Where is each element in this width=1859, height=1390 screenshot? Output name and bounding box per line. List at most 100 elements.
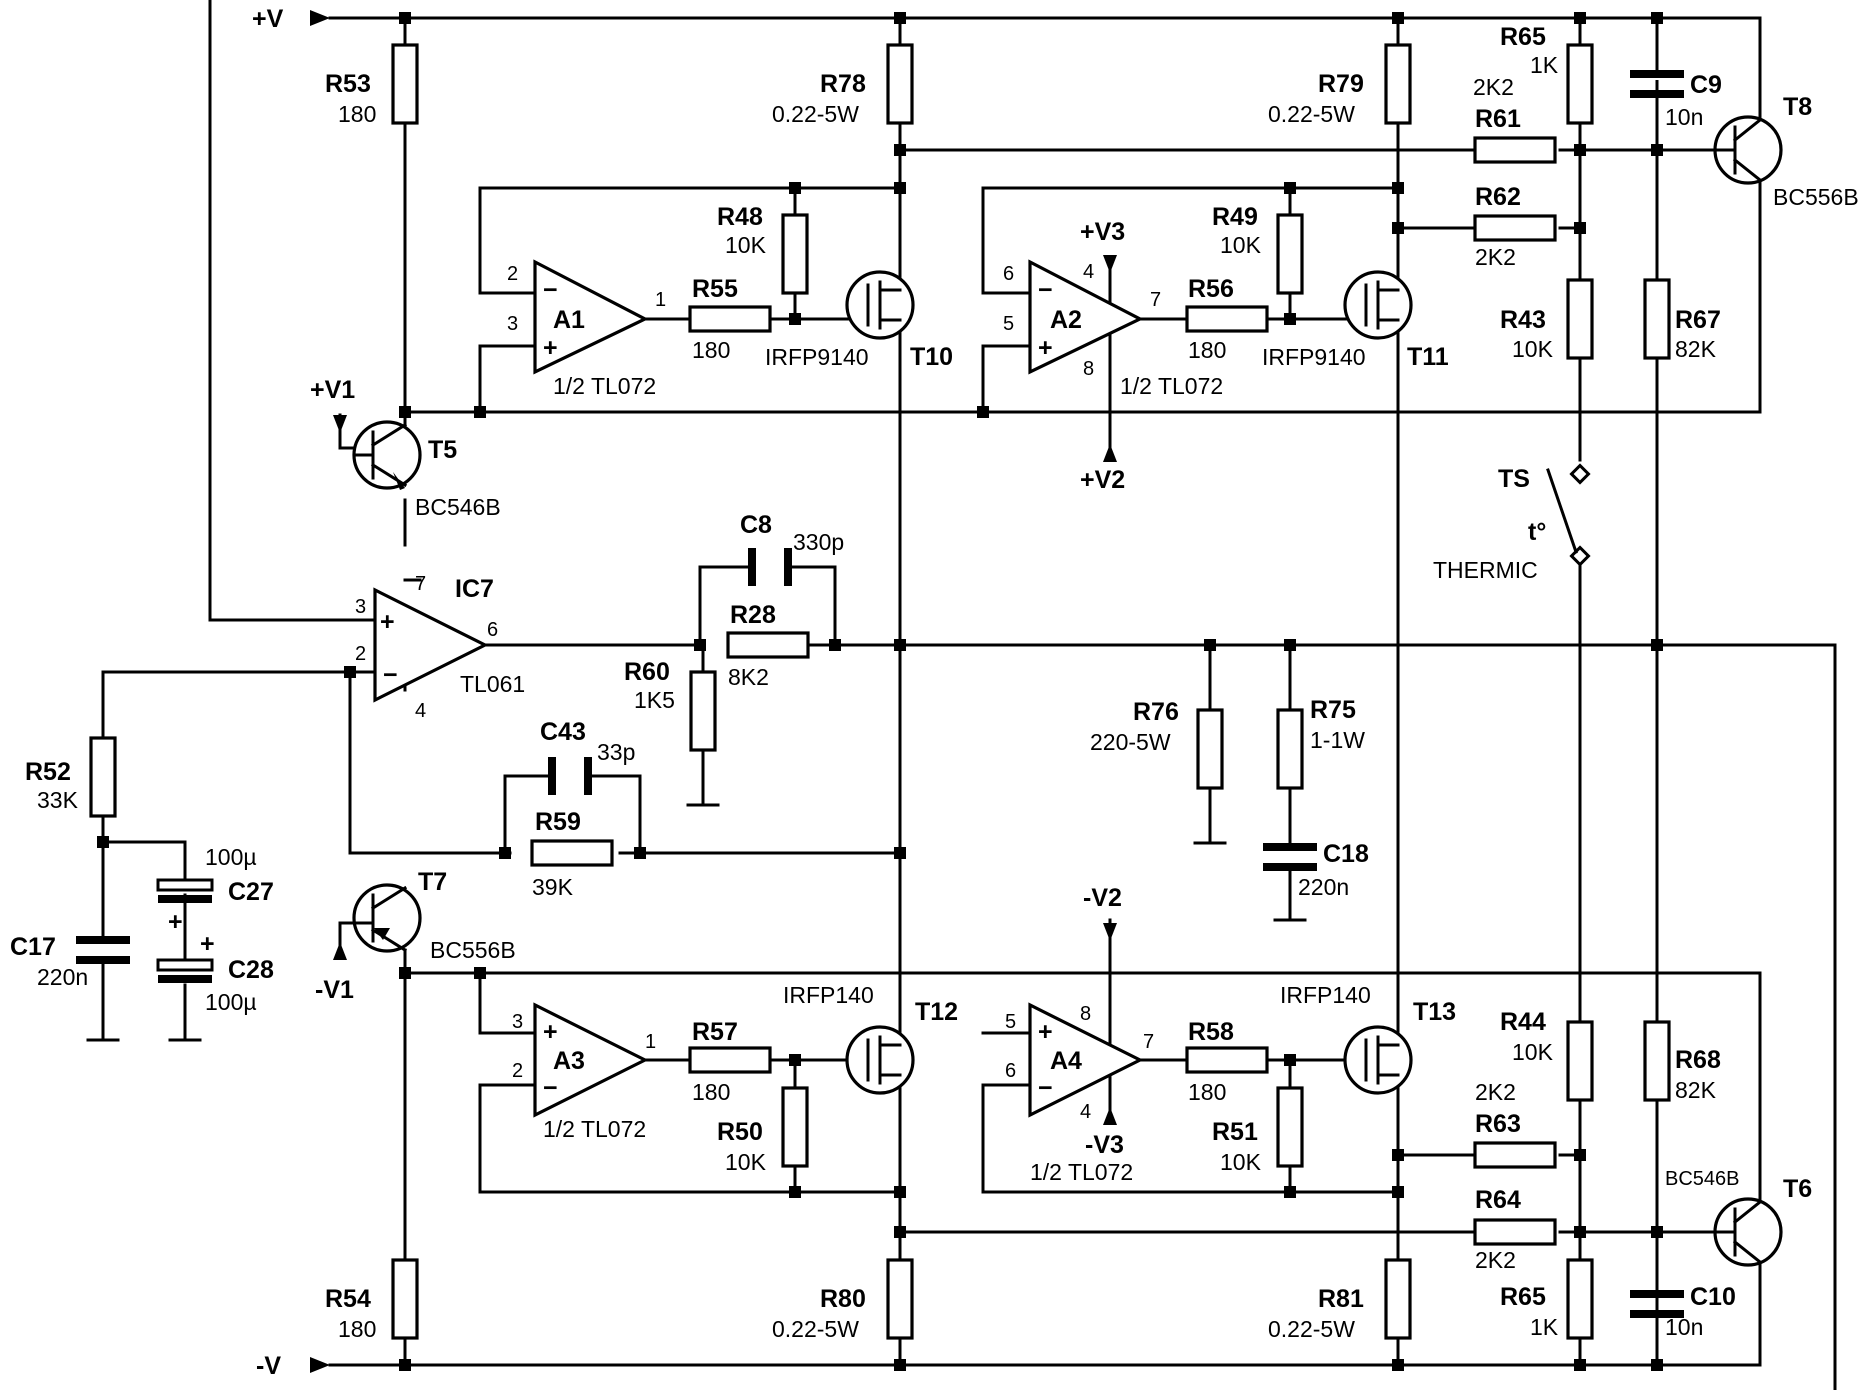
- c8-value: 330p: [793, 529, 844, 555]
- r28-name: R28: [730, 601, 776, 629]
- r64-body: [1473, 1218, 1557, 1246]
- c27-value: 100µ: [205, 844, 257, 870]
- t6-name: T6: [1783, 1175, 1812, 1203]
- r62-body: [1473, 214, 1557, 242]
- r50-name: R50: [717, 1118, 763, 1146]
- r65-bottom-name: R65: [1500, 1283, 1546, 1311]
- ic7-pin-vn: 4: [415, 700, 426, 722]
- a2-pin-inv: 6: [1003, 263, 1014, 285]
- r54-value: 180: [338, 1316, 376, 1342]
- t7-name: T7: [418, 868, 447, 896]
- r52-value: 33K: [37, 787, 79, 813]
- t5-name: T5: [428, 436, 457, 464]
- r57-name: R57: [692, 1018, 738, 1046]
- ic7-pin-vp: 7: [415, 573, 426, 595]
- a2-pin-out: 7: [1150, 289, 1161, 311]
- t7-type: BC556B: [430, 937, 516, 963]
- mosfet-t11: IRFP9140 T11: [1262, 270, 1449, 371]
- ic7-plus: +: [380, 608, 395, 636]
- r57-value: 180: [692, 1079, 730, 1105]
- ts-symbol: t°: [1528, 518, 1546, 546]
- capacitor-bodies: + +: [76, 70, 1684, 1318]
- c18-value: 220n: [1298, 874, 1349, 900]
- r48-value: 10K: [725, 232, 767, 258]
- component-labels: R53 180 R54 180 R78 0.22-5W R79 0.22-5W …: [10, 23, 1736, 1342]
- pv1-arrow-icon: [333, 415, 347, 433]
- c28-name: C28: [228, 956, 274, 984]
- r59-name: R59: [535, 808, 581, 836]
- t6-type: BC546B: [1665, 1168, 1740, 1190]
- r79-body: [1384, 43, 1412, 125]
- c43-name: C43: [540, 718, 586, 746]
- r43-value: 10K: [1512, 336, 1554, 362]
- r58-value: 180: [1188, 1079, 1226, 1105]
- c27-name: C27: [228, 878, 274, 906]
- r58-body: [1185, 1046, 1269, 1074]
- a4-pin-noninv: 5: [1005, 1011, 1016, 1033]
- r64-value: 2K2: [1475, 1247, 1516, 1273]
- r61-value: 2K2: [1473, 74, 1514, 100]
- r65-bottom-value: 1K: [1530, 1314, 1559, 1340]
- r65-top-body: [1566, 43, 1594, 125]
- r48-name: R48: [717, 203, 763, 231]
- a2-type: 1/2 TL072: [1120, 373, 1223, 399]
- supply-labels: +V -V +V1 -V1 +V3 +V2 -V2 -V3: [252, 5, 1125, 1380]
- r51-name: R51: [1212, 1118, 1258, 1146]
- neg-rail-arrow-icon: [310, 1357, 330, 1373]
- r52-body: [89, 736, 117, 818]
- r56-value: 180: [1188, 337, 1226, 363]
- a4-type: 1/2 TL072: [1030, 1159, 1133, 1185]
- ic7-pin-noninv: 3: [355, 596, 366, 618]
- r76-name: R76: [1133, 698, 1179, 726]
- t13-type: IRFP140: [1280, 982, 1371, 1008]
- opamp-a4: A4 + − 5 6 7 8 4 1/2 TL072: [1005, 1002, 1154, 1185]
- pv3-label: +V3: [1080, 218, 1125, 246]
- r49-value: 10K: [1220, 232, 1262, 258]
- a4-pin-vp: 8: [1080, 1003, 1091, 1025]
- r54-name: R54: [325, 1285, 371, 1313]
- r63-name: R63: [1475, 1110, 1521, 1138]
- r65-top-name: R65: [1500, 23, 1546, 51]
- r55-name: R55: [692, 275, 738, 303]
- a2-pin-noninv: 5: [1003, 313, 1014, 335]
- c8-name: C8: [740, 511, 772, 539]
- r28-body: [726, 631, 810, 659]
- a1-minus: −: [543, 276, 558, 304]
- pv2-label: +V2: [1080, 466, 1125, 494]
- r63-body: [1473, 1141, 1557, 1169]
- r81-value: 0.22-5W: [1268, 1316, 1355, 1342]
- r81-name: R81: [1318, 1285, 1364, 1313]
- r50-body: [781, 1086, 809, 1168]
- r53-body: [391, 43, 419, 125]
- resistor-bodies: [89, 43, 1671, 1340]
- r43-body: [1566, 278, 1594, 360]
- t8-name: T8: [1783, 93, 1812, 121]
- bjt-t6: T6 BC546B: [1665, 1168, 1812, 1267]
- a2-pin-vp: 4: [1083, 261, 1094, 283]
- ic7-pin-out: 6: [487, 619, 498, 641]
- t11-type: IRFP9140: [1262, 344, 1366, 370]
- a1-plus: +: [543, 334, 558, 362]
- r76-value: 220-5W: [1090, 729, 1171, 755]
- c9-value: 10n: [1665, 104, 1703, 130]
- a2-minus: −: [1038, 276, 1053, 304]
- t8-type: BC556B: [1773, 184, 1859, 210]
- nv3-label: -V3: [1085, 1131, 1124, 1159]
- t10-type: IRFP9140: [765, 344, 869, 370]
- r62-name: R62: [1475, 183, 1521, 211]
- a1-type: 1/2 TL072: [553, 373, 656, 399]
- ic7-type: TL061: [460, 671, 525, 697]
- r67-body: [1643, 278, 1671, 360]
- pos-rail-arrow-icon: [310, 10, 330, 26]
- nv1-label: -V1: [315, 976, 354, 1004]
- r51-value: 10K: [1220, 1149, 1262, 1175]
- r65-bottom-body: [1566, 1258, 1594, 1340]
- ic7-minus: −: [383, 661, 398, 689]
- r61-body: [1473, 136, 1557, 164]
- r67-name: R67: [1675, 306, 1721, 334]
- mosfet-t10: IRFP9140 T10: [765, 270, 953, 371]
- pos-rail-label: +V: [252, 5, 284, 33]
- r75-body: [1276, 708, 1304, 790]
- c17-value: 220n: [37, 964, 88, 990]
- t11-name: T11: [1407, 343, 1449, 371]
